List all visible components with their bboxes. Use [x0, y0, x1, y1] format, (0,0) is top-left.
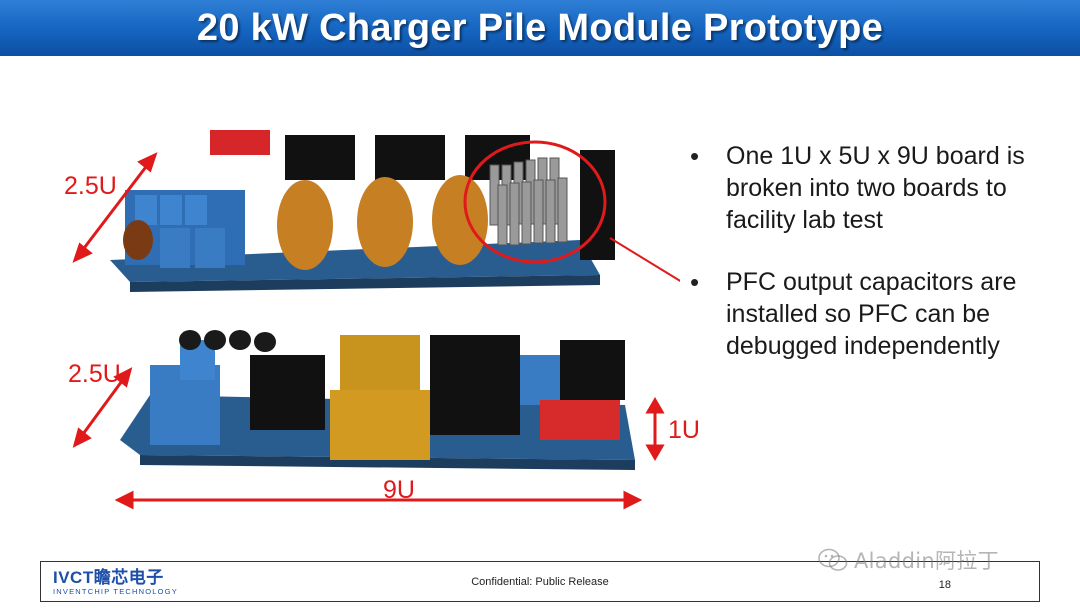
watermark-text: Aladdin阿拉丁 [854, 549, 999, 573]
bullet-symbol: • [690, 141, 700, 171]
bullet-symbol: • [690, 267, 700, 297]
footer: IVCT瞻芯电子 INVENTCHIP TECHNOLOGY Confident… [40, 561, 1040, 602]
pointer-line [609, 237, 680, 282]
bullet-text: One 1U x 5U x 9U board is broken into tw… [726, 142, 1025, 234]
length-label: 9U [383, 476, 415, 504]
top-board-image [110, 130, 615, 292]
watermark: Aladdin阿拉丁 [818, 545, 999, 575]
logo-main-text: IVCT瞻芯电子 [53, 568, 164, 587]
bullet-text: PFC output capacitors are installed so P… [726, 268, 1017, 360]
wechat-icon [818, 548, 848, 571]
bottom-thickness-label: 1U [668, 416, 700, 444]
top-height-label: 2.5U [64, 172, 117, 200]
bullet-list: • One 1U x 5U x 9U board is broken into … [690, 140, 1070, 392]
board-photo [72, 130, 680, 510]
bottom-board-image [120, 330, 635, 470]
bullet-item: • PFC output capacitors are installed so… [690, 266, 1070, 362]
logo-sub-text: INVENTCHIP TECHNOLOGY [53, 587, 178, 596]
capacitor-highlight-circle [463, 140, 607, 264]
page-number: 18 [938, 579, 951, 591]
company-logo: IVCT瞻芯电子 INVENTCHIP TECHNOLOGY [53, 568, 178, 597]
dimension-arrows [72, 152, 665, 510]
confidentiality-notice: Confidential: Public Release [471, 576, 609, 588]
bottom-height-label: 2.5U [68, 360, 121, 388]
bullet-item: • One 1U x 5U x 9U board is broken into … [690, 140, 1070, 236]
title-bar: 20 kW Charger Pile Module Prototype [0, 0, 1080, 56]
slide-title: 20 kW Charger Pile Module Prototype [196, 6, 884, 49]
